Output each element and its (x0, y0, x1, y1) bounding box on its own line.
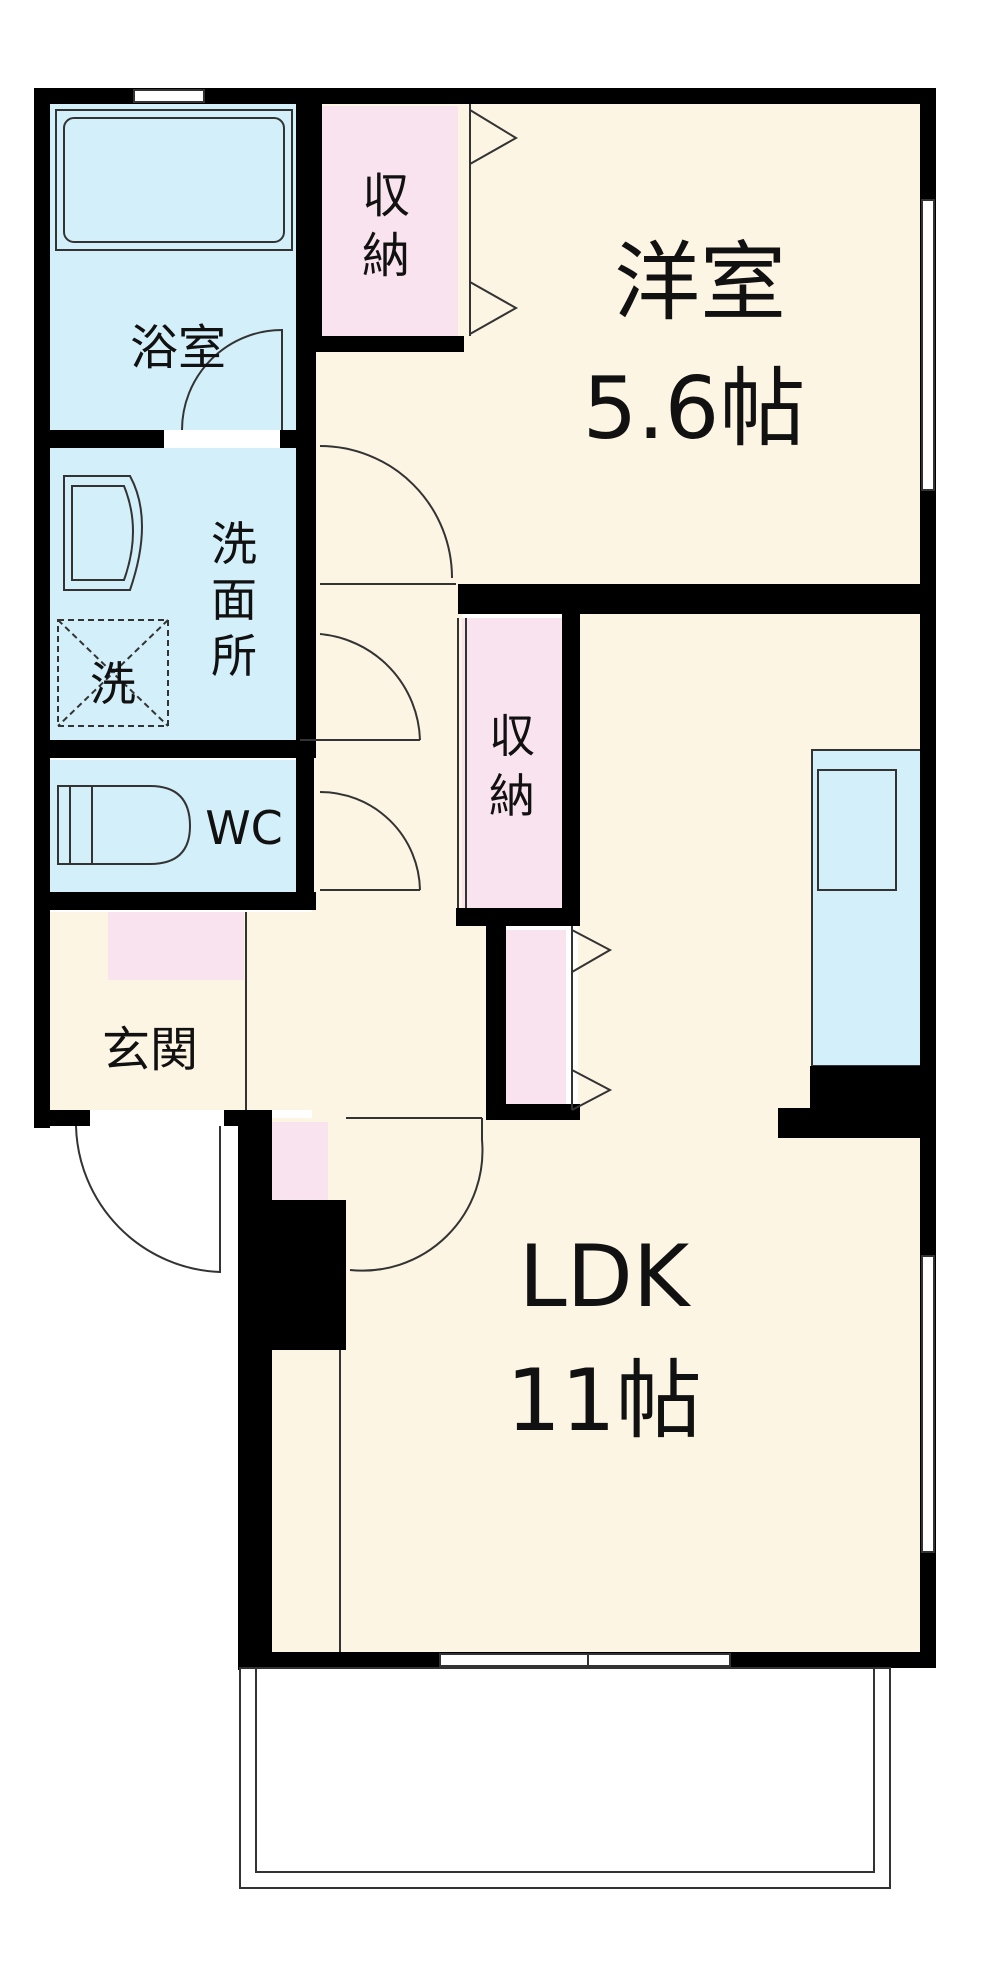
balcony-inner (255, 1667, 875, 1873)
bathtub (63, 117, 285, 243)
wall-closet-upper-divider (312, 100, 322, 340)
wall-wash-bottom (34, 740, 316, 758)
balcony (239, 1667, 891, 1889)
toilet-bowl (69, 785, 192, 865)
wall-bath-right (296, 88, 316, 748)
wall-closet-upper-bottom (312, 336, 464, 352)
closet-upper-label-2: 納 (362, 228, 410, 284)
fixtures (55, 89, 935, 1889)
wash-basin-inner (71, 485, 134, 581)
wall-lower-left (238, 1110, 272, 1670)
ldk-name: LDK (519, 1227, 692, 1327)
wall-top (34, 88, 934, 104)
washer-label: 洗 (90, 657, 136, 711)
closet-lower-floor (506, 930, 566, 1110)
wall-closet-lower-left (486, 920, 506, 1120)
bathroom-floor (50, 100, 296, 430)
bath-door-swing (181, 328, 283, 431)
ldk-size: 11帖 (506, 1351, 701, 1451)
window-western-right (921, 199, 935, 491)
closet-middle-floor (462, 618, 562, 908)
washer-cross-b (57, 619, 169, 727)
washroom-label-2: 面 (211, 573, 257, 627)
closet-middle-label-2: 納 (489, 769, 535, 823)
kitchen-wall-b (778, 1108, 838, 1138)
ldk-door-swing (349, 1118, 484, 1272)
front-door-swing (75, 1125, 221, 1274)
closet-upper-floor (318, 106, 458, 338)
window-top-bath (133, 89, 205, 103)
closet-upper-door-b (469, 281, 519, 335)
entrance-step (248, 912, 488, 1110)
wall-left-upper (34, 88, 50, 1128)
entrance-label: 玄関 (102, 1022, 198, 1078)
wash-basin (63, 475, 143, 591)
wall-wc-bottom (34, 892, 316, 910)
window-ldk-bottom (439, 1653, 731, 1667)
closet-lower-door-b (571, 1069, 613, 1111)
wall-bath-bottom (34, 430, 164, 448)
wall-entrance-bottom (34, 1110, 90, 1126)
kitchen-sink (817, 769, 897, 891)
closet-lower-door-a (571, 929, 613, 973)
wash-door-swing (319, 633, 421, 741)
wall-closet-lower-bottom (486, 1104, 580, 1120)
washer-cross-a (57, 619, 169, 727)
western-room-name: 洋室 (614, 233, 786, 333)
toilet-tank (57, 785, 93, 865)
wall-wc-right (296, 740, 314, 910)
washroom-floor (50, 448, 296, 740)
wall-bath-bottom-b (280, 430, 314, 448)
closet-middle-label-1: 収 (489, 709, 535, 763)
washer-pan (57, 619, 169, 727)
closet-upper-door-a (469, 109, 518, 165)
shoe-box (108, 912, 244, 980)
washroom-label-3: 所 (211, 629, 257, 683)
western-room-size: 5.6帖 (583, 359, 806, 459)
bathroom-label: 浴室 (130, 320, 226, 376)
washroom-label-1: 洗 (211, 517, 257, 571)
wc-door-swing (319, 791, 421, 891)
labels: 収 納 洋室 5.6帖 浴室 洗 面 所 洗 WC 収 納 玄関 LDK 11帖 (90, 168, 805, 1451)
bathtub-edge (55, 109, 293, 251)
toilet-label: WC (205, 801, 283, 855)
wall-closet-middle-bottom (456, 908, 580, 926)
window-ldk-right (921, 1255, 935, 1553)
wall-closet-middle-right (562, 600, 580, 920)
western-door-swing (319, 445, 453, 579)
wall-lower-left-block (238, 1200, 346, 1350)
wall-western-bottom (458, 584, 934, 614)
closet-upper-label-1: 収 (362, 168, 410, 224)
